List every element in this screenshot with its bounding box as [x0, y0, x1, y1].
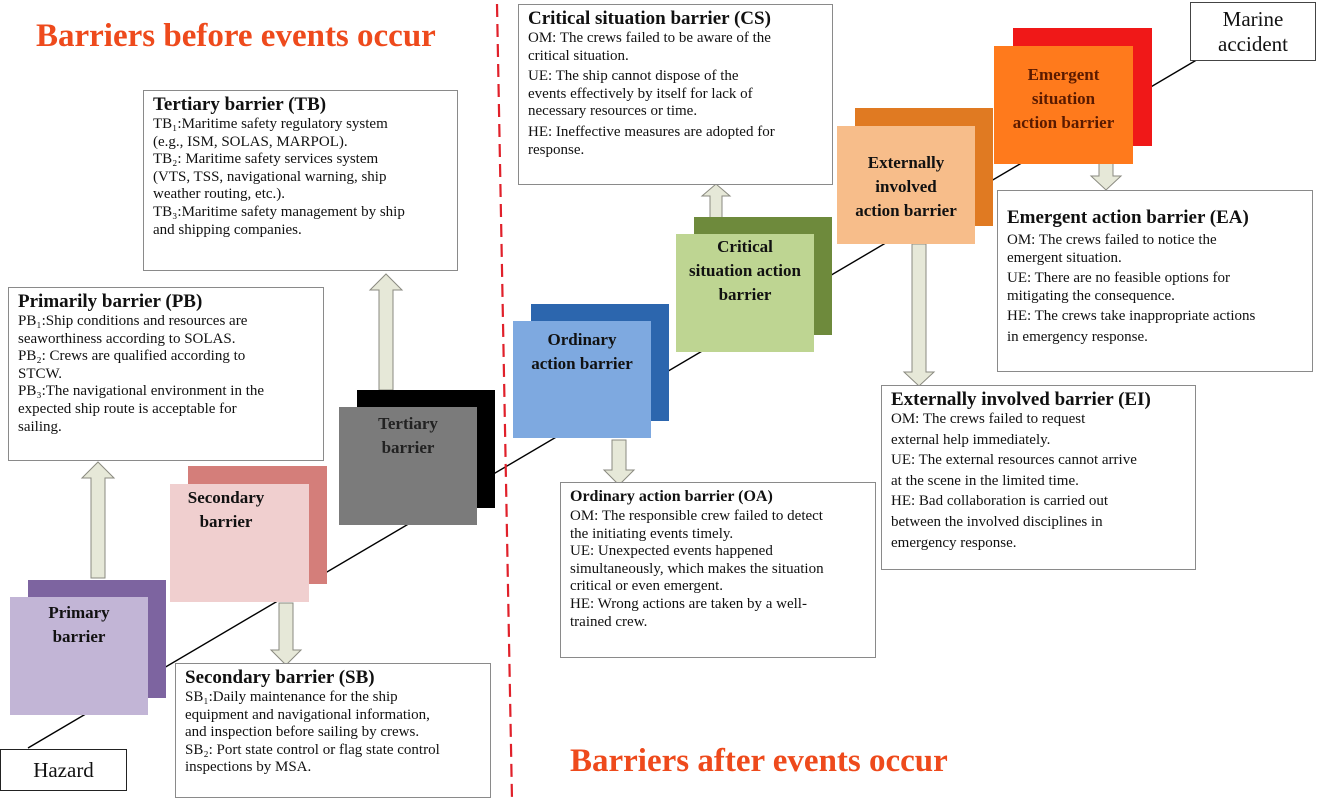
oa-line: simultaneously, which makes the situatio… [570, 560, 824, 577]
arrow-secondary-to-sb [269, 602, 303, 666]
secondary-barrier-square [170, 484, 309, 602]
ordinary-barrier-label: Ordinary action barrier [531, 330, 633, 373]
ea-line: HE: The crews take inappropriate actions [1007, 308, 1256, 325]
ordinary-action-barrier-box: Ordinary action barrier (OA) OM: The res… [560, 482, 876, 658]
external-barrier-label: Externally involved action barrier [855, 153, 957, 220]
critical-situation-barrier-box: Critical situation barrier (CS) OM: The … [518, 4, 833, 185]
arrows [80, 151, 1123, 666]
tb-line: TB₂: Maritime safety services system [153, 151, 379, 168]
emergent-barrier-square [994, 46, 1133, 164]
arrow-primary-to-pb [80, 461, 116, 579]
cs-line: necessary resources or time. [528, 103, 698, 120]
primary-barrier-label: Primary barrier [48, 603, 110, 646]
ei-line: at the scene in the limited time. [891, 472, 1079, 489]
ea-line: UE: There are no feasible options for [1007, 270, 1230, 287]
ordinary-barrier-square [513, 321, 651, 438]
marine-accident-box: Marine accident [1190, 2, 1316, 61]
pb-title: Primarily barrier (PB) [18, 291, 203, 312]
tb-line: (VTS, TSS, navigational warning, ship [153, 168, 387, 185]
ei-line: emergency response. [891, 534, 1017, 551]
secondary-barrier-box: Secondary barrier (SB) SB₁:Daily mainten… [175, 663, 491, 798]
tb-line: weather routing, etc.). [153, 186, 286, 203]
sb-title: Secondary barrier (SB) [185, 667, 375, 688]
sb-line: SB₁:Daily maintenance for the ship [185, 689, 398, 705]
critical-barrier-square [676, 234, 814, 352]
tertiary-barrier-box: Tertiary barrier (TB) TB₁:Maritime safet… [143, 90, 458, 271]
ei-line: external help immediately. [891, 431, 1051, 448]
pb-line: STCW. [18, 365, 63, 382]
tertiary-barrier-label: Tertiary barrier [378, 414, 438, 457]
arrow-ordinary-to-oa [602, 439, 636, 486]
tb-line: TB₁:Maritime safety regulatory system [153, 116, 388, 132]
cs-line: OM: The crews failed to be aware of the [528, 30, 771, 46]
oa-line: the initiating events timely. [570, 525, 734, 542]
before-after-divider [495, 3, 514, 801]
tertiary-barrier-square [339, 407, 477, 525]
tb-title: Tertiary barrier (TB) [153, 94, 327, 115]
ei-line: between the involved disciplines in [891, 513, 1103, 530]
oa-line: critical or even emergent. [570, 578, 723, 595]
oa-line: OM: The responsible crew failed to detec… [570, 508, 823, 524]
oa-line: UE: Unexpected events happened [570, 543, 773, 560]
heading-after-events: Barriers after events occur [570, 743, 948, 779]
sb-line: SB₂: Port state control or flag state co… [185, 741, 440, 758]
pb-line: PB₂: Crews are qualified according to [18, 348, 246, 365]
arrow-tertiary-to-tb [368, 273, 404, 391]
sb-line: equipment and navigational information, [185, 706, 430, 723]
ea-line: OM: The crews failed to notice the [1007, 232, 1217, 248]
oa-line: trained crew. [570, 613, 648, 630]
sb-line: inspections by MSA. [185, 759, 312, 776]
external-barrier-square [837, 126, 975, 244]
sb-line: and inspection before sailing by crews. [185, 724, 420, 741]
arrow-external-to-ei [902, 243, 936, 387]
tb-line: TB₃:Maritime safety management by ship [153, 203, 405, 220]
ea-line: emergent situation. [1007, 249, 1122, 266]
oa-line: HE: Wrong actions are taken by a well- [570, 595, 807, 612]
ea-line: in emergency response. [1007, 328, 1148, 345]
oa-title: Ordinary action barrier (OA) [570, 488, 773, 505]
cs-line: critical situation. [528, 47, 629, 64]
emergent-action-barrier-box: Emergent action barrier (EA) OM: The cre… [997, 190, 1313, 372]
cs-title: Critical situation barrier (CS) [528, 8, 771, 29]
primary-barrier-square [10, 597, 148, 715]
ei-line: OM: The crews failed to request [891, 411, 1086, 427]
tb-line: (e.g., ISM, SOLAS, MARPOL). [153, 133, 348, 150]
cs-line: response. [528, 141, 585, 158]
primarily-barrier-box: Primarily barrier (PB) PB₁:Ship conditio… [8, 287, 324, 461]
ei-line: UE: The external resources cannot arrive [891, 452, 1137, 469]
critical-barrier-label: Critical situation action barrier [689, 237, 801, 304]
arrow-critical-to-cs [700, 183, 732, 219]
externally-involved-barrier-box: Externally involved barrier (EI) OM: The… [881, 385, 1196, 570]
heading-before-events: Barriers before events occur [36, 18, 436, 54]
pb-line: sailing. [18, 418, 62, 435]
cs-line: HE: Ineffective measures are adopted for [528, 123, 775, 140]
ea-title: Emergent action barrier (EA) [1007, 207, 1249, 228]
pb-line: seaworthiness according to SOLAS. [18, 330, 236, 347]
pb-line: PB₁:Ship conditions and resources are [18, 313, 248, 329]
secondary-barrier-label: Secondary barrier [187, 488, 265, 531]
cs-line: events effectively by itself for lack of [528, 85, 753, 102]
pb-line: PB₃:The navigational environment in the [18, 383, 265, 400]
pb-line: expected ship route is acceptable for [18, 400, 237, 417]
emergent-barrier-label: Emergent situation action barrier [1012, 65, 1115, 132]
tb-line: and shipping companies. [153, 221, 302, 238]
ei-title: Externally involved barrier (EI) [891, 389, 1151, 410]
ea-line: mitigating the consequence. [1007, 287, 1175, 304]
hazard-box: Hazard [0, 749, 127, 791]
ei-line: HE: Bad collaboration is carried out [891, 493, 1109, 510]
cs-line: UE: The ship cannot dispose of the [528, 68, 739, 85]
